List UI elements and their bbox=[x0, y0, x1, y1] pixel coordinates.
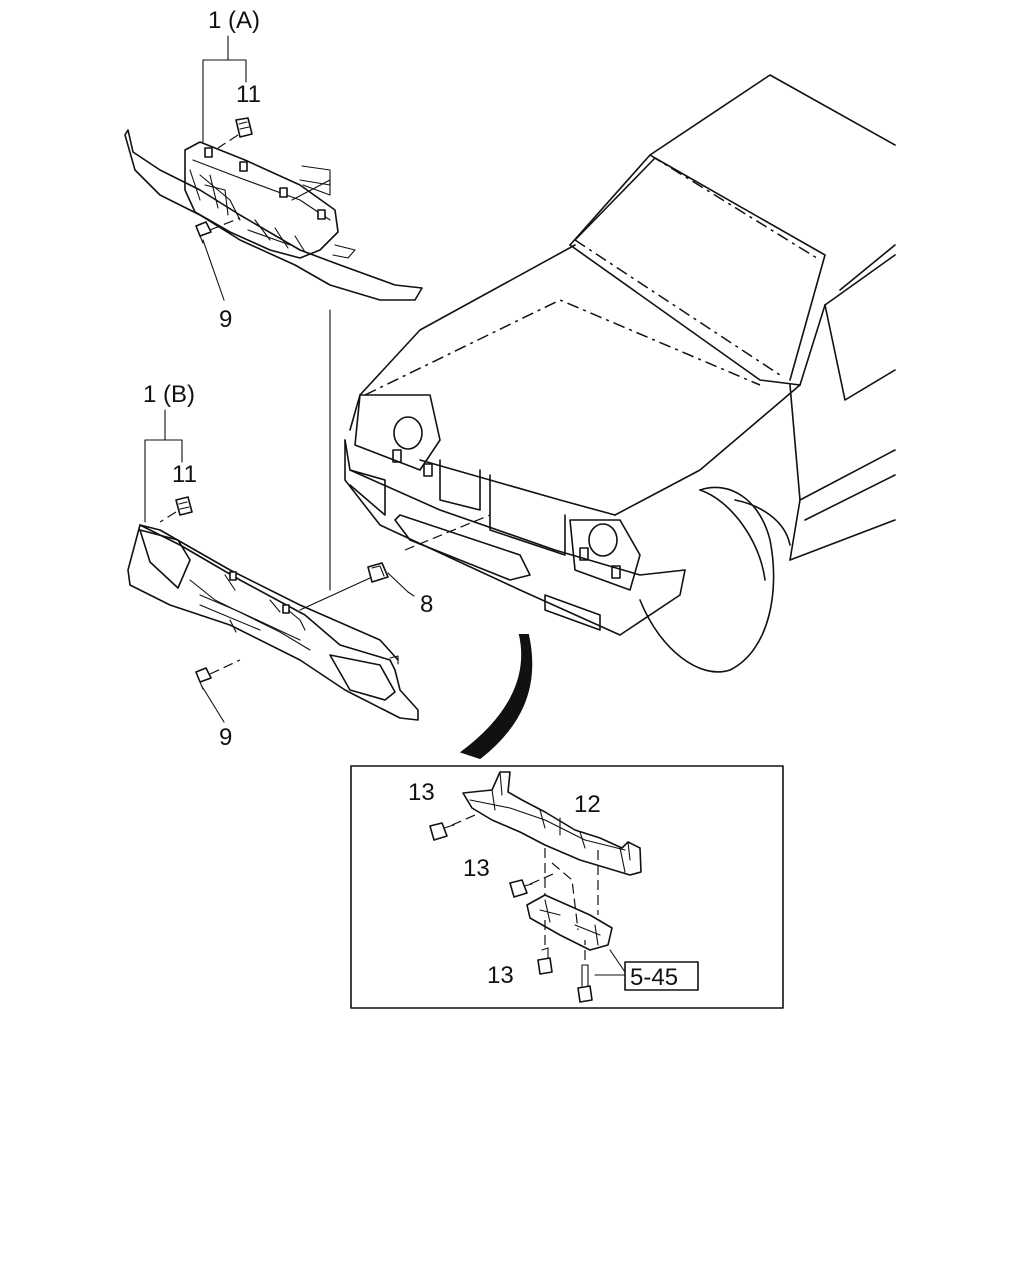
label-reference-5-45: 5-45 bbox=[630, 964, 678, 991]
label-grille-b: 1 (B) bbox=[143, 381, 195, 408]
clip-11-b-illustration bbox=[159, 496, 193, 523]
label-screw-9-b: 9 bbox=[219, 724, 232, 751]
grille-b-illustration bbox=[127, 524, 419, 721]
label-clip-11-b: 11 bbox=[172, 461, 197, 488]
label-bolt-13-mid: 13 bbox=[463, 855, 490, 882]
detail-callout-arrow bbox=[459, 634, 533, 760]
screw-9-b-illustration bbox=[195, 659, 241, 690]
label-clip-8: 8 bbox=[420, 591, 433, 618]
detail-box bbox=[350, 765, 784, 1009]
label-clip-11-a: 11 bbox=[236, 81, 261, 108]
leader-lines bbox=[144, 35, 491, 723]
label-bolt-13-top: 13 bbox=[408, 779, 435, 806]
clip-11-a-illustration bbox=[217, 117, 253, 149]
vehicle-front-illustration bbox=[344, 74, 896, 673]
label-bolt-13-bottom: 13 bbox=[487, 962, 514, 989]
grille-a-illustration bbox=[124, 129, 423, 301]
label-screw-9-a: 9 bbox=[219, 306, 232, 333]
label-bracket-12: 12 bbox=[574, 791, 601, 818]
screw-9-a-illustration bbox=[195, 217, 241, 244]
label-grille-a: 1 (A) bbox=[208, 7, 260, 34]
clip-8-illustration bbox=[367, 562, 389, 583]
